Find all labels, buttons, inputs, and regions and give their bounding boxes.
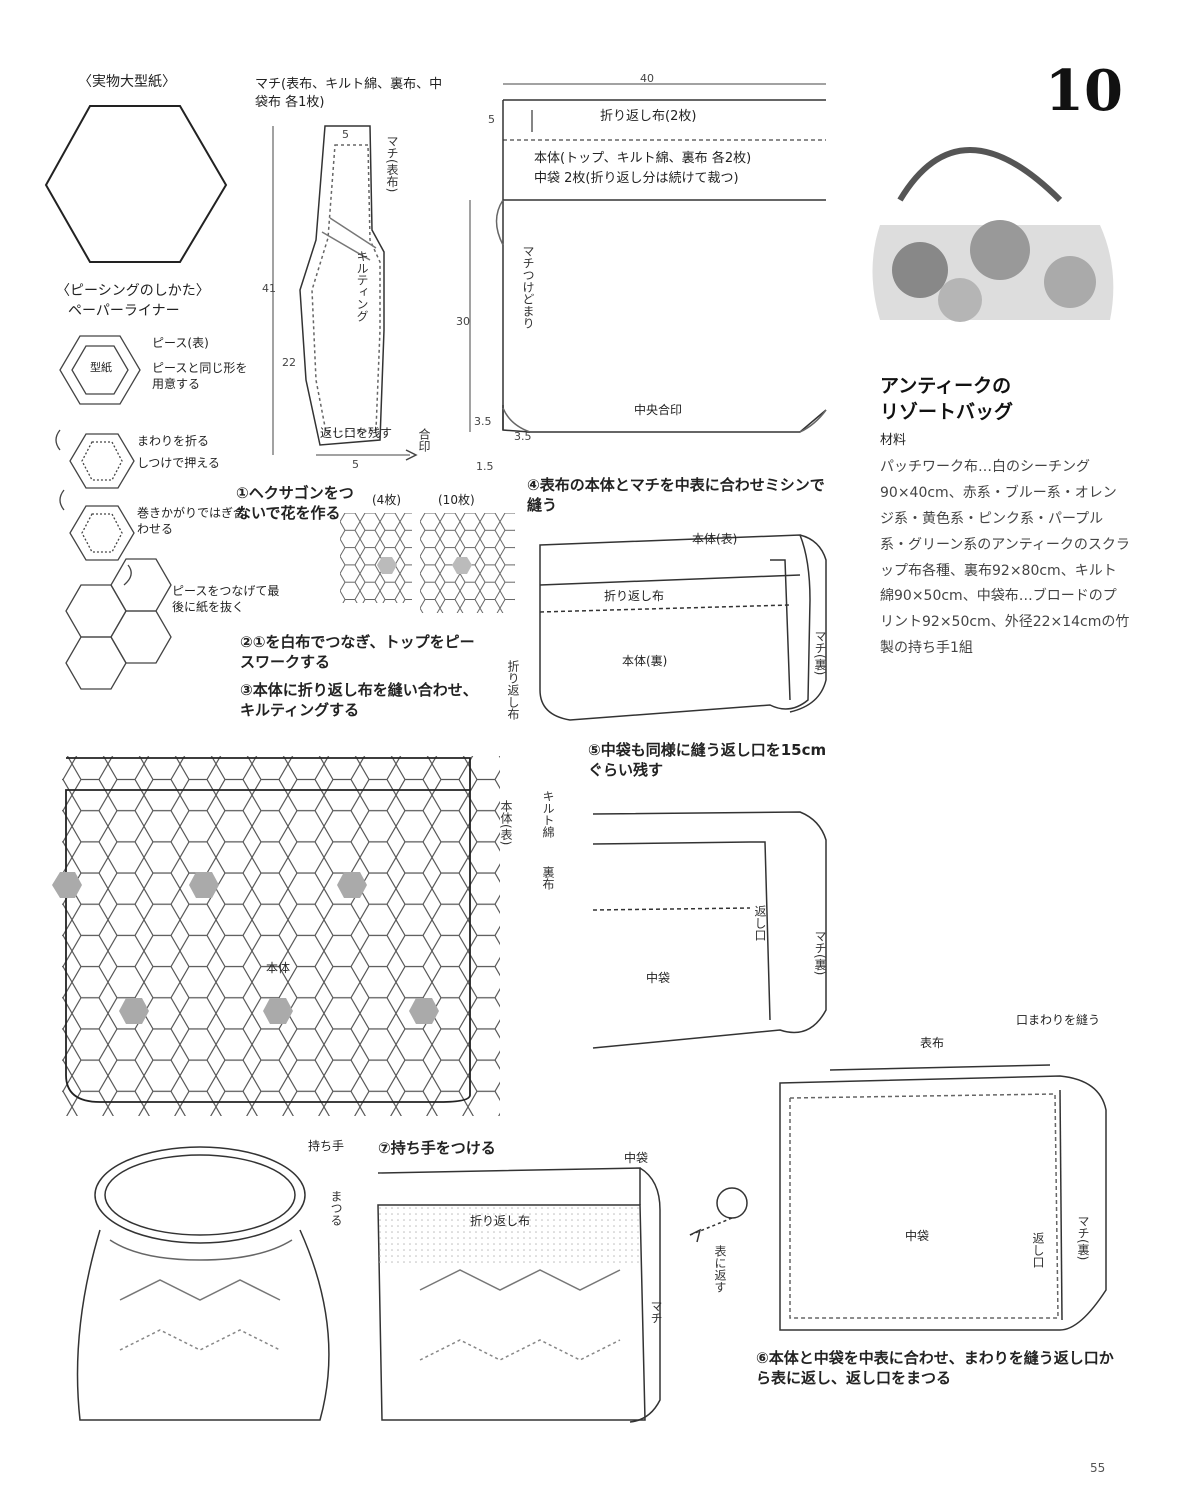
body-dim-4: 3.5	[474, 415, 492, 428]
step-7: ⑦持ち手をつける	[378, 1139, 496, 1157]
label-orikaeshi-v: 折り返し布	[506, 660, 520, 720]
body-dim-3: 30	[456, 315, 470, 328]
label-machi-ura-2: マチ(裏)	[813, 930, 827, 976]
finished-bag	[76, 1146, 330, 1421]
body-lining-label: 中袋 2枚(折り返し分は続けて裁つ)	[534, 171, 739, 186]
pattern-number: 10	[1045, 58, 1123, 124]
label-matsuru: まつる	[329, 1190, 343, 1226]
pattern-label: 〈実物大型紙〉	[78, 74, 176, 90]
gusset-label: マチ(表布、キルト綿、裏布、中袋布 各1枚)	[255, 77, 443, 110]
piecing-label-1: ピース(表)	[152, 336, 209, 350]
body-pattern	[469, 83, 827, 433]
piecing-title: 〈ピーシングのしかた〉	[56, 283, 210, 299]
gusset-piece-1: マチ(表布)	[385, 135, 399, 193]
piecing-label-6: ピースをつなげて最後に紙を抜く	[172, 584, 280, 615]
paper-label: 型紙	[90, 361, 112, 374]
body-dim-5: 3.5	[514, 430, 532, 443]
body-dim-6: 1.5	[476, 460, 494, 473]
body-fold-label: 折り返し布(2枚)	[600, 109, 697, 124]
label-honntai-omote: 本体(表)	[692, 532, 738, 546]
materials-text: パッチワーク布…白のシーチング90×40cm、赤系・ブルー系・オレンジ系・黄色系…	[880, 459, 1130, 657]
body-center: 中央合印	[634, 403, 683, 417]
bag-photo	[872, 147, 1114, 322]
gusset-join: 返し口を残す	[320, 426, 393, 440]
label-machi: マチ	[649, 1300, 663, 1324]
label-kiruto: キルト綿	[541, 790, 555, 838]
body-main-label: 本体(トップ、キルト綿、裏布 各2枚)	[534, 151, 752, 166]
step-3: ③本体に折り返し布を縫い合わせ、キルティングする	[240, 681, 478, 720]
step-4: ④表布の本体とマチを中表に合わせミシンで縫う	[527, 476, 825, 515]
label-omote-ni-kaesu: 表に返す	[713, 1245, 727, 1293]
label-kaeshiguchi-1: 返し口	[753, 905, 767, 941]
label-machi-ura-3: マチ(裏)	[1076, 1215, 1090, 1261]
flower-4	[340, 513, 412, 603]
label-nakabukuro-3: 中袋	[624, 1151, 649, 1165]
piecing-label-4: しつけで押える	[137, 456, 220, 470]
title-line-1: アンティークの	[880, 375, 1012, 397]
paper-liner-steps	[55, 335, 172, 690]
label-nakabukuro: 中袋	[646, 971, 671, 985]
piecing-label-5: 巻きかがりではぎ合わせる	[137, 506, 246, 537]
body-gusset-pos: マチつけどまり	[521, 245, 535, 329]
gusset-piece-2: キルティング	[355, 250, 369, 322]
gusset-pattern	[272, 125, 418, 461]
step5-bag	[592, 811, 827, 1049]
hexagon-template	[44, 105, 228, 263]
gusset-center: 合印	[417, 428, 431, 452]
step-1: ①ヘクサゴンをつないで花を作る	[236, 484, 354, 523]
label-orikaeshi-fu: 折り返し布	[470, 1214, 531, 1228]
label-honntai: 本体	[266, 961, 291, 975]
label-nakabukuro-2: 中袋	[905, 1229, 930, 1243]
label-honntai-ura: 本体(裏)	[622, 654, 668, 668]
step4-bag	[539, 534, 827, 721]
gusset-dim-1: 5	[342, 128, 349, 141]
body-dim-1: 40	[640, 72, 654, 85]
label-kaeshiguchi-2: 返し口	[1031, 1232, 1045, 1268]
flower-10	[420, 513, 515, 613]
label-kuchimawari: 口まわりを縫う	[1016, 1013, 1101, 1027]
gusset-dim-2: 41	[262, 282, 276, 295]
label-omotefu: 表布	[920, 1036, 945, 1050]
piecing-subtitle: ペーパーライナー	[68, 303, 180, 319]
page-number: 55	[1090, 1461, 1106, 1475]
flower-label-1: (4枚)	[372, 493, 401, 507]
label-mochite: 持ち手	[308, 1139, 345, 1153]
label-orikaeshi: 折り返し布	[604, 589, 665, 603]
step-6: ⑥本体と中袋を中表に合わせ、まわりを縫う返し口から表に返し、返し口をまつる	[756, 1349, 1114, 1388]
label-machi-ura-1: マチ(裏)	[813, 630, 827, 676]
label-urafu: 裏布	[541, 866, 555, 890]
piecing-label-3: まわりを折る	[137, 434, 210, 448]
piecing-label-2: ピースと同じ形を用意する	[152, 361, 248, 392]
label-honntai-omote-v: 本体(表)	[499, 800, 513, 846]
step-5: ⑤中袋も同様に縫う返し口を15cmぐらい残す	[588, 741, 827, 780]
gusset-dim-3: 22	[282, 356, 296, 369]
hex-body-panel	[52, 756, 500, 1116]
body-dim-2: 5	[488, 113, 495, 126]
step6-bag	[689, 1064, 1107, 1331]
step7-bag	[377, 1167, 661, 1423]
materials-heading: 材料	[880, 433, 907, 448]
gusset-dim-4: 5	[352, 458, 359, 471]
flower-label-2: (10枚)	[438, 493, 475, 507]
title-line-2: リゾートバッグ	[880, 401, 1014, 423]
step-2: ②①を白布でつなぎ、トップをピースワークする	[240, 633, 475, 672]
